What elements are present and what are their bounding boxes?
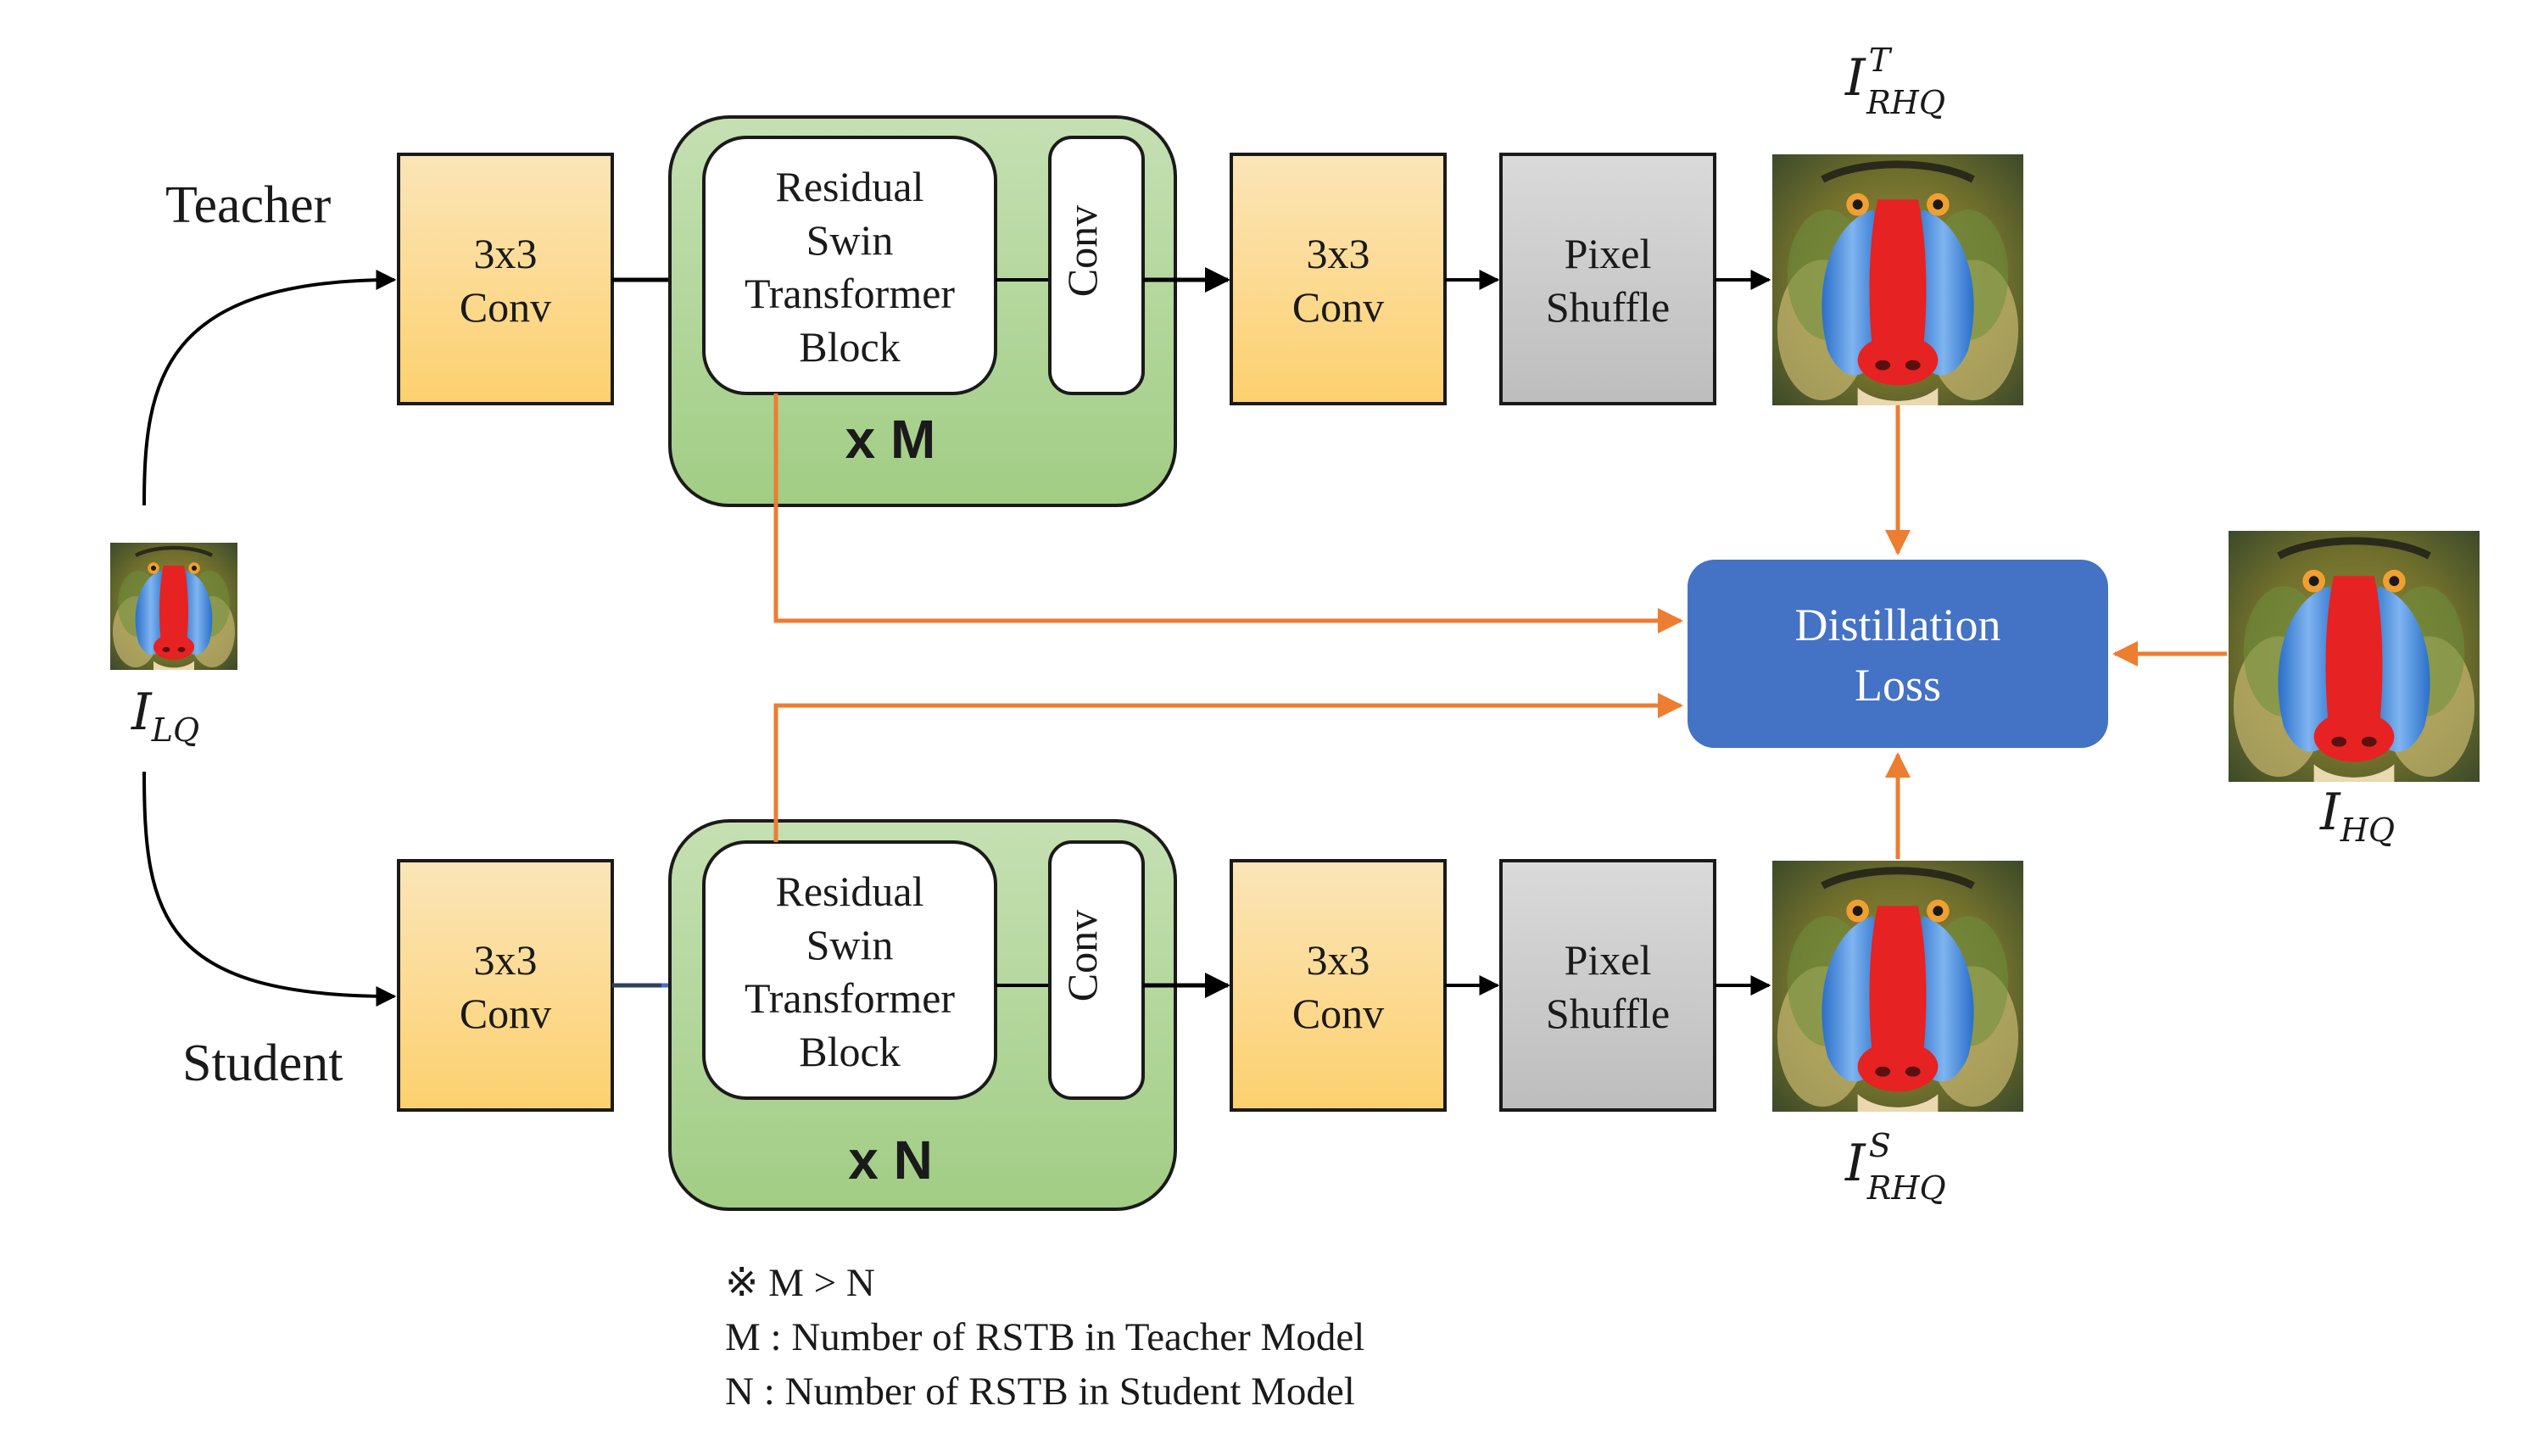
student-inner-conv: Conv	[1048, 840, 1145, 1100]
teacher-rstb-group: Residual Swin Transformer Block Conv x M	[668, 115, 1177, 507]
note-line: M : Number of RSTB in Teacher Model	[725, 1315, 1364, 1359]
svg-text:3x3: 3x3	[1307, 230, 1370, 277]
svg-text:Conv: Conv	[1058, 910, 1106, 1001]
svg-text:Residual: Residual	[776, 867, 924, 915]
svg-text:Swin: Swin	[806, 216, 894, 264]
teacher-multiplier: x M	[845, 409, 936, 470]
student-output-image	[1772, 861, 2023, 1112]
svg-text:Block: Block	[799, 1028, 900, 1075]
svg-text:Conv: Conv	[1292, 283, 1384, 331]
svg-text:3x3: 3x3	[474, 230, 538, 277]
svg-text:3x3: 3x3	[474, 936, 538, 984]
student-multiplier: x N	[848, 1130, 933, 1191]
svg-text:Swin: Swin	[806, 921, 894, 968]
student-conv-out: 3x3 Conv	[1230, 859, 1447, 1112]
svg-text:Residual: Residual	[776, 163, 924, 210]
svg-text:Conv: Conv	[1292, 990, 1384, 1037]
svg-text:Conv: Conv	[460, 283, 551, 331]
input-image	[110, 543, 237, 670]
student-conv-in: 3x3 Conv	[397, 859, 614, 1112]
teacher-conv-out: 3x3 Conv	[1230, 153, 1447, 405]
teacher-label: Teacher	[165, 176, 332, 234]
svg-text:3x3: 3x3	[1307, 936, 1370, 984]
hq-image-label: IHQ	[2319, 783, 2395, 849]
notes: ※ M > N M : Number of RSTB in Teacher Mo…	[725, 1261, 1364, 1414]
input-to-teacher-arrow	[142, 270, 397, 506]
student-label: Student	[182, 1035, 343, 1092]
svg-text:Transformer: Transformer	[745, 974, 955, 1022]
distillation-loss-box: Distillation Loss	[1688, 560, 2108, 748]
svg-text:Block: Block	[799, 323, 900, 371]
svg-text:Conv: Conv	[1058, 205, 1106, 297]
svg-text:Distillation: Distillation	[1795, 600, 2001, 650]
svg-text:Pixel: Pixel	[1565, 936, 1652, 984]
input-image-label: ILQ	[131, 683, 199, 749]
teacher-inner-conv: Conv	[1048, 136, 1145, 395]
teacher-pixel-shuffle: Pixel Shuffle	[1499, 153, 1716, 405]
input-to-student-arrow	[142, 771, 397, 1007]
svg-text:Shuffle: Shuffle	[1546, 990, 1670, 1037]
svg-text:Shuffle: Shuffle	[1546, 283, 1670, 331]
student-feature-to-loss-arrow	[773, 693, 1683, 842]
student-rstb-group: Residual Swin Transformer Block Conv x N	[668, 819, 1177, 1211]
note-line: ※ M > N	[725, 1261, 875, 1305]
student-pixel-shuffle: Pixel Shuffle	[1499, 859, 1716, 1112]
hq-image	[2229, 531, 2480, 782]
svg-text:Pixel: Pixel	[1565, 230, 1652, 277]
teacher-rstb-block: Residual Swin Transformer Block	[702, 136, 997, 395]
svg-text:Transformer: Transformer	[745, 270, 955, 317]
teacher-conv-in: 3x3 Conv	[397, 153, 614, 405]
teacher-output-image	[1772, 154, 2023, 405]
student-rstb-block: Residual Swin Transformer Block	[702, 840, 997, 1100]
svg-text:Loss: Loss	[1855, 660, 1941, 711]
note-line: N : Number of RSTB in Student Model	[725, 1370, 1355, 1414]
svg-text:Conv: Conv	[460, 990, 551, 1037]
teacher-feature-to-loss-arrow	[773, 393, 1683, 633]
